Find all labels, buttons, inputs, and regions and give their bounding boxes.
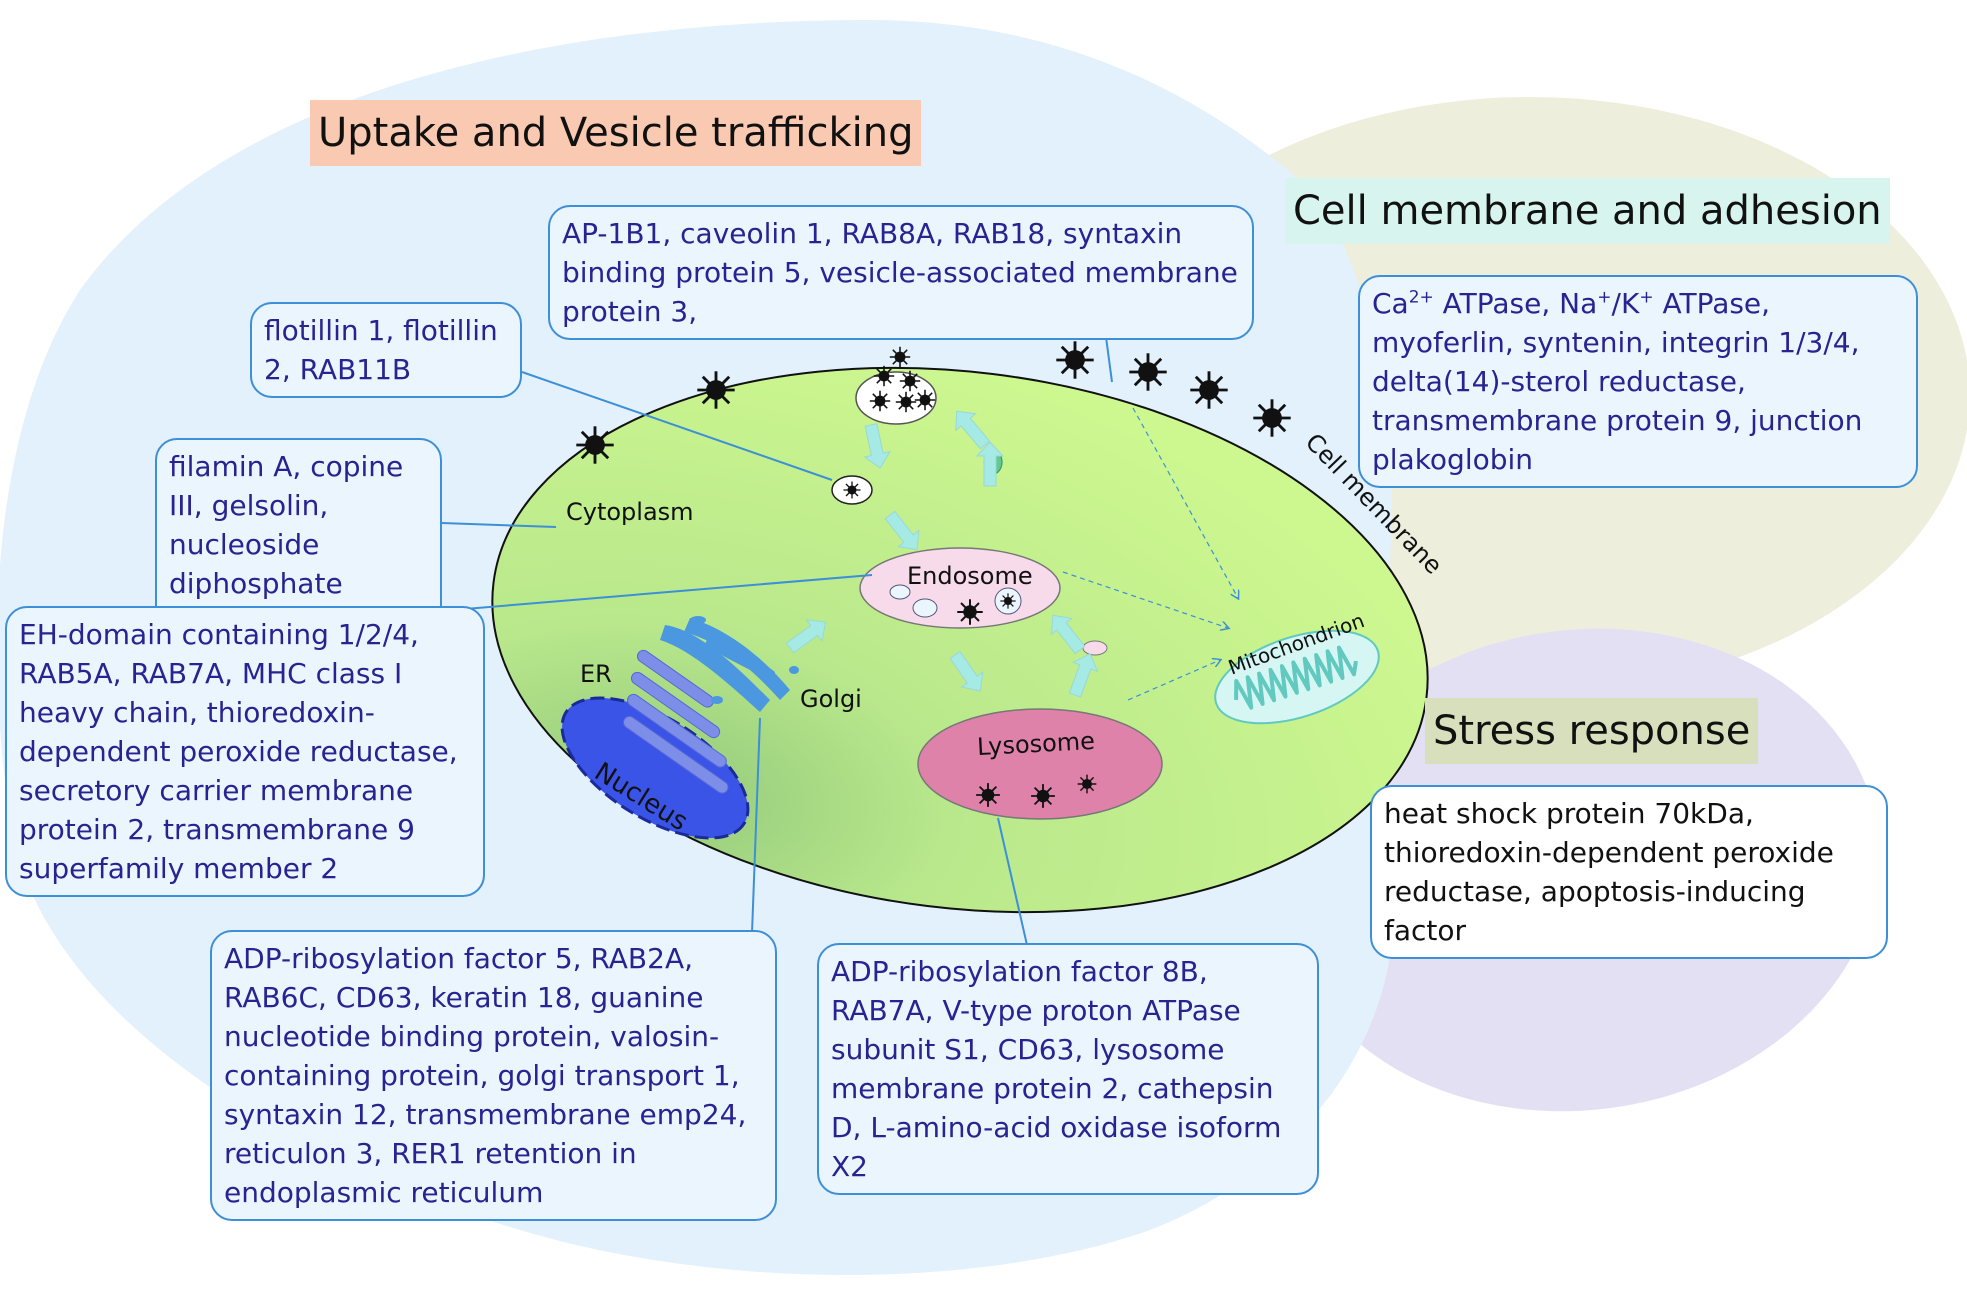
label-endosome: Endosome	[907, 562, 1033, 590]
nucleus	[560, 696, 750, 840]
membrane-text-k-charge: +	[1639, 287, 1654, 308]
golgi-apparatus	[660, 616, 799, 712]
label-cytoplasm: Cytoplasm	[566, 498, 694, 526]
membrane-text-atpase-na: ATPase, Na	[1433, 287, 1598, 320]
mitochondrion	[1214, 629, 1380, 725]
box-endosome-proteins: EH-domain containing 1/2/4, RAB5A, RAB7A…	[5, 606, 485, 897]
membrane-text-ca-charge: 2+	[1408, 287, 1434, 308]
box-golgi-er-proteins: ADP-ribosylation factor 5, RAB2A, RAB6C,…	[210, 930, 777, 1221]
box-stress-proteins: heat shock protein 70kDa, thioredoxin-de…	[1370, 785, 1888, 959]
endoplasmic-reticulum	[622, 649, 729, 794]
dashed-arrows	[1062, 407, 1238, 701]
box-flotillin-proteins: flotillin 1, flotillin 2, RAB11B	[250, 302, 522, 398]
membrane-text-rest: ATPase, myoferlin, syntenin, integrin 1/…	[1372, 287, 1863, 476]
label-golgi: Golgi	[800, 685, 862, 713]
membrane-text-na-charge: +	[1597, 287, 1612, 308]
box-membrane-adhesion-proteins: Ca2+ ATPase, Na+/K+ ATPase, myoferlin, s…	[1358, 275, 1918, 488]
title-uptake-vesicle-trafficking: Uptake and Vesicle trafficking	[310, 100, 922, 166]
lysosome	[917, 708, 1163, 820]
label-er: ER	[580, 660, 612, 688]
box-vesicle-proteins: AP-1B1, caveolin 1, RAB8A, RAB18, syntax…	[548, 205, 1254, 340]
connector-lines	[441, 291, 1113, 946]
title-stress-response: Stress response	[1425, 698, 1759, 764]
box-lysosome-proteins: ADP-ribosylation factor 8B, RAB7A, V-typ…	[817, 943, 1319, 1195]
membrane-text-ca: Ca	[1372, 287, 1409, 320]
endosome-intraluminal-vesicle	[889, 584, 911, 600]
membrane-text-k: /K	[1611, 287, 1640, 320]
transport-vesicle	[1082, 640, 1108, 656]
endosome-intraluminal-vesicle	[912, 598, 938, 618]
trafficking-arrows	[785, 410, 1099, 698]
endocytic-vesicle	[855, 371, 937, 425]
title-cell-membrane-adhesion: Cell membrane and adhesion	[1285, 178, 1890, 244]
